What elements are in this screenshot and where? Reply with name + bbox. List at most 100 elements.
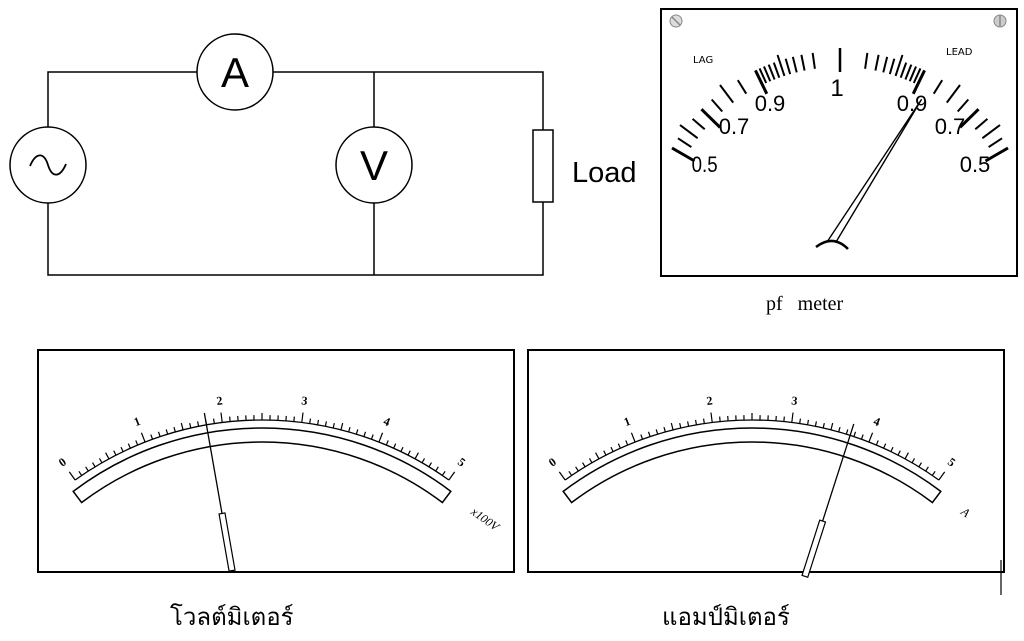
- pf-label-1: 1: [830, 75, 843, 102]
- scale-tick: [838, 426, 841, 433]
- pf-needle-line: [826, 98, 923, 243]
- scale-tick: [212, 418, 215, 424]
- scale-band: [562, 427, 942, 504]
- voltmeter-frame: [37, 349, 515, 573]
- scale-tick: [414, 452, 419, 460]
- scale-tick: [853, 431, 857, 437]
- scale-tick: [173, 426, 176, 433]
- ammeter-symbol: [196, 33, 274, 111]
- needle: [203, 412, 223, 514]
- scale-tick: [85, 466, 89, 472]
- scale-tick: [625, 440, 629, 446]
- pf-tick: [912, 68, 922, 84]
- scale-tick: [925, 466, 929, 472]
- pf-label-lag-0.5: 0.5: [692, 154, 718, 178]
- scale-label: 4: [382, 414, 393, 429]
- pf-needle: [815, 98, 923, 250]
- scale-tick: [670, 422, 674, 431]
- scale-tick: [355, 429, 359, 435]
- scale-tick: [421, 458, 426, 464]
- needle: [821, 423, 855, 522]
- scale-tick: [340, 422, 344, 431]
- scale-tick: [630, 432, 636, 443]
- scale-tick: [113, 450, 117, 456]
- scale-tick: [363, 431, 367, 437]
- pf-tick: [691, 118, 706, 131]
- pf-tick: [811, 52, 816, 69]
- scale-tick: [127, 443, 131, 449]
- pf-tick: [736, 79, 748, 95]
- ammeter-letter: A: [221, 49, 249, 96]
- pf-tick: [767, 64, 776, 80]
- scale-tick: [140, 432, 146, 443]
- scale-tick: [710, 412, 713, 423]
- pf-meter: LAG LEAD 0.5 0.7 0.9 1 0.9 0.7 0.5: [660, 8, 1018, 277]
- scale-tick: [332, 422, 335, 429]
- load-label: Load: [572, 157, 637, 189]
- scale-label: 0: [546, 455, 559, 470]
- scale-tick: [157, 431, 161, 437]
- scale-tick: [385, 440, 389, 446]
- scale-tick: [105, 452, 110, 460]
- scale-tick: [822, 422, 825, 429]
- scale-tick: [595, 452, 600, 460]
- scale-label: 3: [301, 393, 309, 408]
- scale-tick: [441, 470, 446, 476]
- scale-baseline: [564, 419, 940, 481]
- scale-tick: [220, 412, 223, 423]
- scale-tick: [428, 462, 433, 468]
- needle-counterweight: [218, 512, 236, 572]
- scale-tick: [890, 446, 894, 452]
- pf-label-lead-0.5: 0.5: [960, 152, 991, 177]
- pf-meter-caption: pf meter: [766, 293, 844, 315]
- scale-tick: [860, 434, 864, 440]
- sine-wave-icon: [29, 154, 67, 176]
- scale-tick: [911, 458, 916, 464]
- scale-label: 1: [132, 414, 143, 429]
- scale-tick: [370, 434, 374, 440]
- ammeter-frame: [527, 349, 1005, 573]
- pf-tick: [945, 84, 961, 104]
- ammeter-caption: แอมป์มิเตอร์: [662, 605, 790, 631]
- pf-tick: [904, 64, 913, 80]
- pf-tick: [899, 62, 908, 79]
- pf-scale-ticks: [671, 48, 1009, 163]
- voltmeter-letter: V: [360, 142, 388, 189]
- scale-tick: [393, 443, 397, 449]
- scale-tick: [78, 470, 83, 476]
- pf-tick: [874, 54, 880, 71]
- scale-baseline: [74, 419, 450, 481]
- scale-band: [72, 427, 452, 504]
- scale-tick: [931, 470, 936, 476]
- scale-tick: [135, 440, 139, 446]
- scale-label: 1: [622, 414, 633, 429]
- scale-tick: [407, 450, 411, 456]
- load-resistor: [532, 129, 554, 203]
- scale-tick: [309, 418, 312, 424]
- scale-tick: [378, 432, 384, 443]
- pf-tick: [671, 146, 696, 163]
- scale-tick: [588, 458, 593, 464]
- pf-tick: [763, 66, 772, 82]
- pf-tick: [679, 124, 699, 139]
- scale-tick: [581, 462, 586, 468]
- scale-tick: [316, 419, 320, 425]
- scale-tick: [301, 412, 304, 423]
- pf-tick: [908, 66, 917, 82]
- scale-tick: [814, 421, 817, 427]
- scale-tick: [180, 422, 184, 431]
- pf-tick: [800, 54, 806, 71]
- pf-label-lag-0.7: 0.7: [719, 114, 750, 139]
- scale-tick: [702, 418, 705, 424]
- scale-tick: [655, 429, 659, 435]
- scale-tick: [603, 450, 607, 456]
- scale-tick: [647, 431, 651, 437]
- pf-tick: [984, 146, 1009, 163]
- pf-label-lead-0.7: 0.7: [935, 114, 966, 139]
- scale-label: 2: [216, 393, 224, 408]
